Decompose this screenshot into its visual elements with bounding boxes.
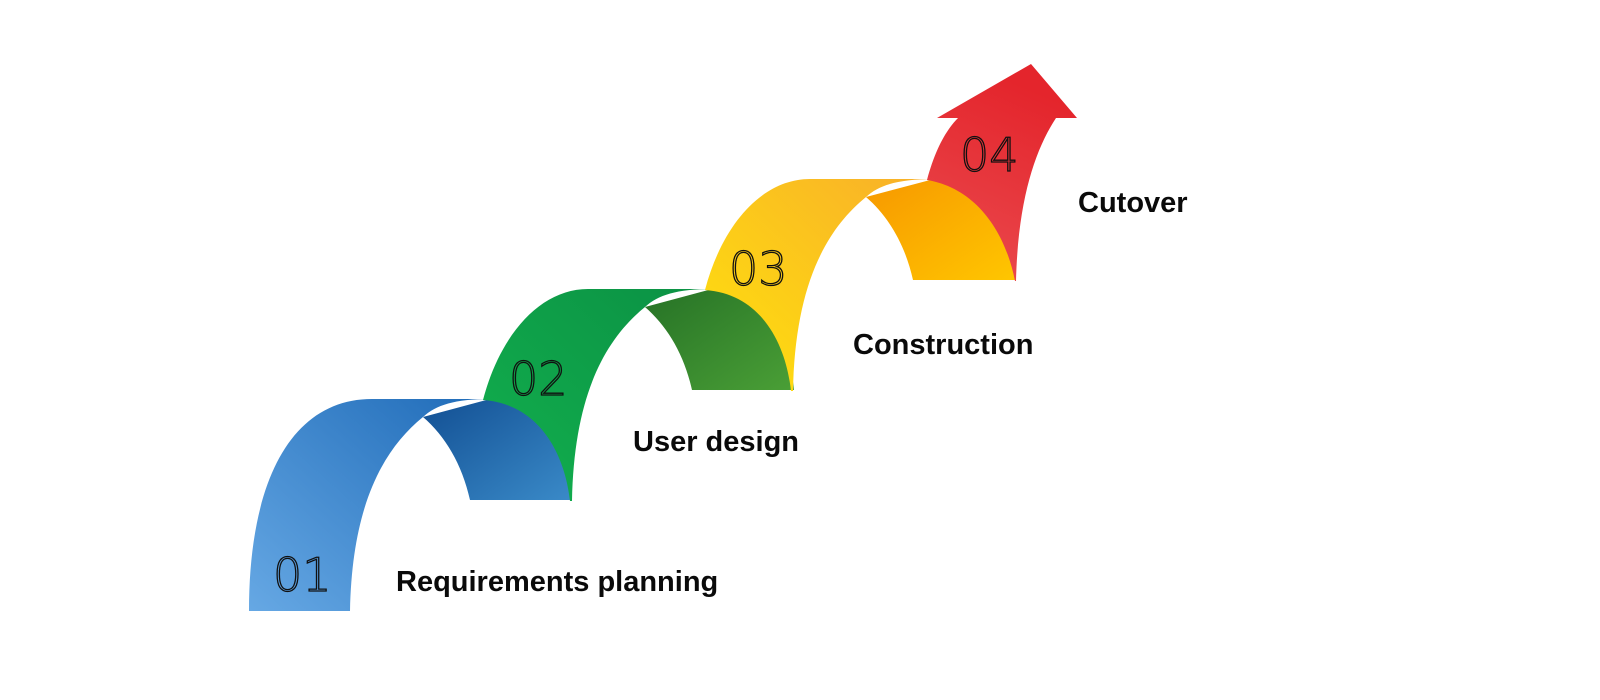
step-1-arch (249, 399, 572, 611)
step-1-arch-back (423, 399, 572, 500)
arrow-head-icon (927, 64, 1077, 281)
step-3-arch-front (705, 179, 934, 391)
step-2-arch (483, 289, 794, 501)
step-3-number: 03 (729, 242, 788, 296)
step-4-arrow (927, 64, 1077, 281)
step-1-number: 01 (273, 548, 332, 602)
step-3-label: Construction (853, 329, 1034, 361)
step-2-label: User design (633, 426, 799, 458)
step-2-arch-front (483, 289, 712, 501)
step-2-arch-back (645, 289, 794, 390)
step-1-label: Requirements planning (396, 566, 719, 598)
step-1-arch-front (249, 399, 490, 611)
step-4-label: Cutover (1078, 187, 1188, 219)
step-4-number: 04 (960, 128, 1019, 182)
step-2-number: 02 (509, 352, 568, 406)
